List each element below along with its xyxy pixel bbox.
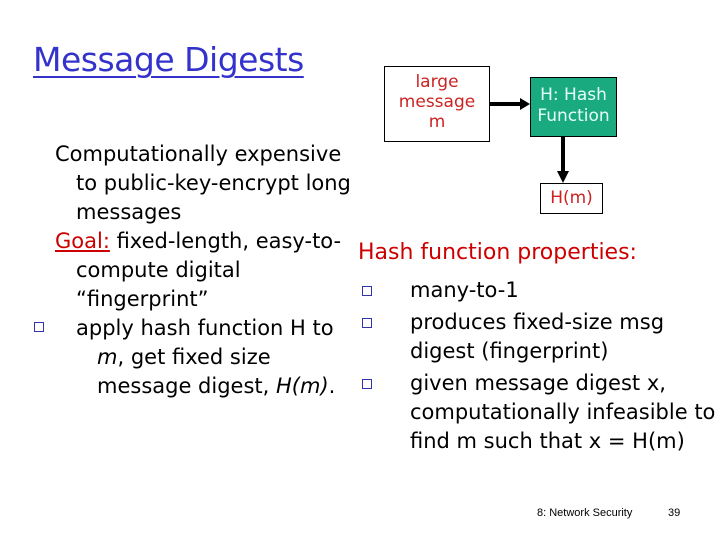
arrow-right-head-icon	[520, 98, 530, 110]
goal-description: fixed-length, easy-to-compute digital “f…	[76, 229, 342, 311]
intro-text: Computationally expensive to public-key-…	[55, 142, 351, 224]
left-column: Computationally expensive to public-key-…	[34, 140, 365, 401]
bullet-text-part: .	[328, 374, 336, 398]
box-line: message	[398, 92, 476, 112]
digest-output-box: H(m)	[540, 183, 603, 214]
goal-text: Goal: fixed-length, easy-to-compute digi…	[55, 227, 365, 314]
list-item: given message digest x, computationally …	[362, 369, 720, 456]
bullet-text-part: , get fixed size message digest,	[97, 345, 276, 398]
arrow-down-icon	[561, 137, 565, 173]
list-item-text: produces fixed-size msg digest (fingerpr…	[410, 310, 665, 363]
goal-label: Goal:	[55, 229, 110, 253]
properties-list: many-to-1 produces fixed-size msg digest…	[362, 276, 720, 459]
slide-title: Message Digests	[33, 40, 304, 79]
footer-chapter-label: 8: Network Security	[537, 507, 633, 519]
large-message-box: large message m	[384, 66, 490, 142]
square-bullet-icon	[34, 322, 44, 332]
list-item: apply hash function H to m, get fixed si…	[34, 314, 365, 401]
page-number: 39	[668, 507, 681, 519]
list-item: produces fixed-size msg digest (fingerpr…	[362, 308, 720, 366]
list-item: many-to-1	[362, 276, 720, 305]
square-bullet-icon	[362, 379, 372, 389]
box-line: H: Hash	[540, 85, 607, 105]
bullet-text-var: H(m)	[276, 374, 329, 398]
list-item-text: given message digest x, computationally …	[410, 371, 716, 453]
square-bullet-icon	[362, 318, 372, 328]
arrow-down-head-icon	[557, 171, 569, 183]
box-line: m	[428, 112, 446, 132]
bullet-text-part: apply hash function H to	[76, 316, 334, 340]
hash-function-box: H: Hash Function	[530, 77, 617, 137]
list-item-text: many-to-1	[410, 278, 519, 302]
box-line: Function	[537, 106, 610, 126]
box-line: large	[415, 72, 459, 92]
square-bullet-icon	[362, 286, 372, 296]
bullet-text: apply hash function H to m, get fixed si…	[76, 314, 365, 401]
arrow-right-icon	[490, 102, 522, 106]
properties-heading: Hash function properties:	[358, 240, 637, 265]
bullet-text-var: m	[97, 345, 118, 369]
